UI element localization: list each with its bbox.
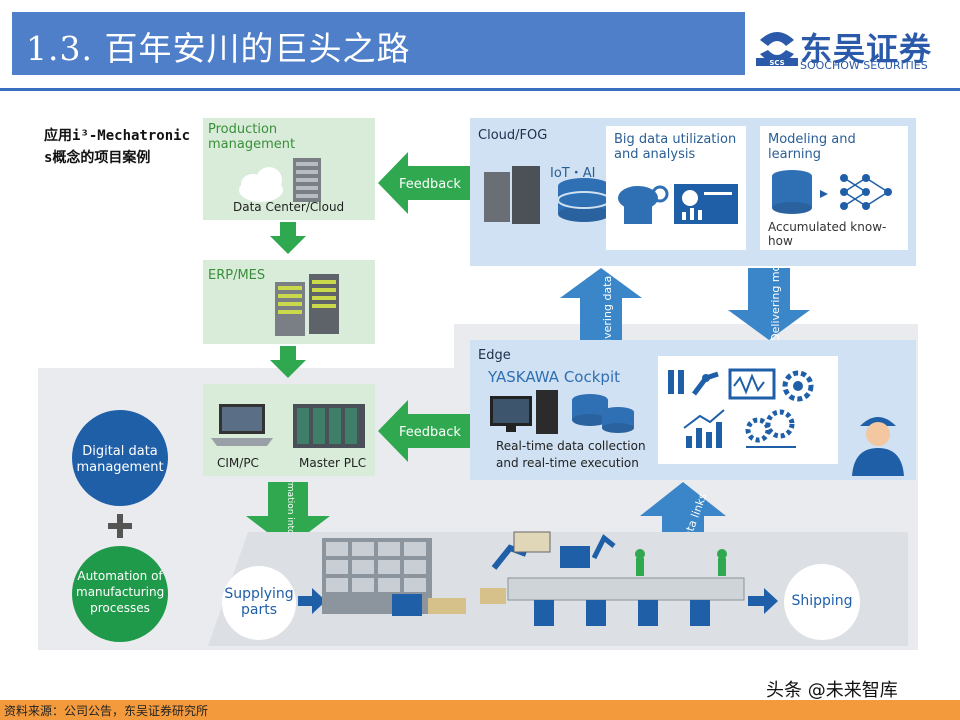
edge-title: Edge [478, 348, 511, 363]
edge-pc-db-icon [490, 390, 634, 434]
warehouse-robot-icon [322, 538, 466, 616]
down-arrow-icon [270, 222, 306, 254]
automation-circle: Automation of manufacturing processes [72, 546, 168, 642]
title-banner: 1.3. 百年安川的巨头之路 [12, 12, 745, 75]
accumulated-label: Accumulated know-how [768, 220, 887, 248]
cloud-title: Cloud/FOG [478, 128, 548, 143]
edge-tools-panel [658, 356, 838, 464]
analytics-tools-icon [668, 368, 814, 448]
delivering-data-label: Delivering data [601, 276, 614, 340]
feedback-arrow-bottom: Feedback [378, 400, 470, 462]
edge-box: Edge YASKAWA Cockpit Real-time data coll… [470, 340, 916, 480]
plus-icon [108, 514, 132, 538]
erp-title: ERP/MES [208, 268, 266, 283]
bigdata-label: Big data utilization and analysis [614, 132, 737, 162]
supplying-parts-circle: Supplying parts [222, 566, 296, 640]
bigdata-panel: Big data utilization and analysis [606, 126, 746, 250]
transformation-arrow: Transformation into action [246, 482, 330, 548]
delivering-data-arrow: Delivering data [560, 268, 642, 340]
worker-icon [852, 417, 904, 476]
production-caption: Data Center/Cloud [233, 200, 345, 214]
realtime-label: Real-time data collection and real-time … [496, 439, 646, 470]
logo-english-name: SOOCHOW SECURITIES [800, 59, 928, 72]
laptop-icon [211, 404, 273, 446]
side-label: 应用i³-Mechatronics概念的项目案例 [44, 128, 191, 166]
automation-label: Automation of manufacturing processes [76, 569, 165, 615]
delivering-models-label: Delivering models [769, 268, 782, 340]
cloud-server-icon [239, 158, 321, 202]
production-title: Production management [208, 122, 296, 152]
plc-icon [293, 404, 365, 448]
master-plc-label: Master PLC [299, 456, 367, 470]
footer-bar: 资料来源：公司公告，东吴证券研究所 [0, 700, 960, 720]
feedback-arrow-top: Feedback [378, 152, 470, 214]
supplying-parts-label: Supplying parts [224, 586, 294, 618]
cockpit-label: YASKAWA Cockpit [488, 368, 620, 386]
cloud-fog-box: Cloud/FOG IoT・AI Big data utilization an… [470, 118, 916, 266]
transformation-label: Transformation into action [285, 482, 295, 548]
server-rack-icon [275, 274, 339, 336]
right-arrow-icon [298, 588, 326, 614]
page-title: 1.3. 百年安川的巨头之路 [26, 29, 411, 68]
cim-pc-label: CIM/PC [217, 456, 259, 470]
assembly-line-icon [480, 531, 745, 626]
neural-network-icon [772, 170, 892, 214]
logo-abbr: SCS [769, 59, 784, 67]
iot-ai-label: IoT・AI [550, 166, 596, 181]
source-note: 资料来源：公司公告，东吴证券研究所 [4, 704, 209, 718]
down-arrow-icon [270, 346, 306, 378]
right-arrow-icon [748, 588, 778, 614]
watermark: 头条 @未来智库 [766, 680, 898, 701]
erp-mes-box: ERP/MES [203, 260, 375, 344]
feedback-top-label: Feedback [399, 177, 461, 192]
feedback-bottom-label: Feedback [399, 425, 461, 440]
analytics-icon [618, 184, 738, 224]
modeling-label: Modeling and learning [768, 132, 856, 162]
delivering-models-arrow: Delivering models [728, 268, 810, 340]
header-divider [0, 88, 960, 91]
cim-plc-box: CIM/PC Master PLC [203, 384, 375, 476]
digital-data-circle: Digital data management [72, 410, 168, 506]
shipping-circle: Shipping [784, 564, 860, 640]
production-management-box: Production management Data Center/Cloud [203, 118, 375, 220]
digital-data-label: Digital data management [76, 444, 164, 475]
scs-logo-icon: SCS [756, 28, 798, 70]
shipping-label: Shipping [791, 593, 853, 609]
logo-chinese-name: 东吴证券 [800, 30, 933, 68]
modeling-panel: Modeling and learning Accumulated know-h… [760, 126, 908, 250]
